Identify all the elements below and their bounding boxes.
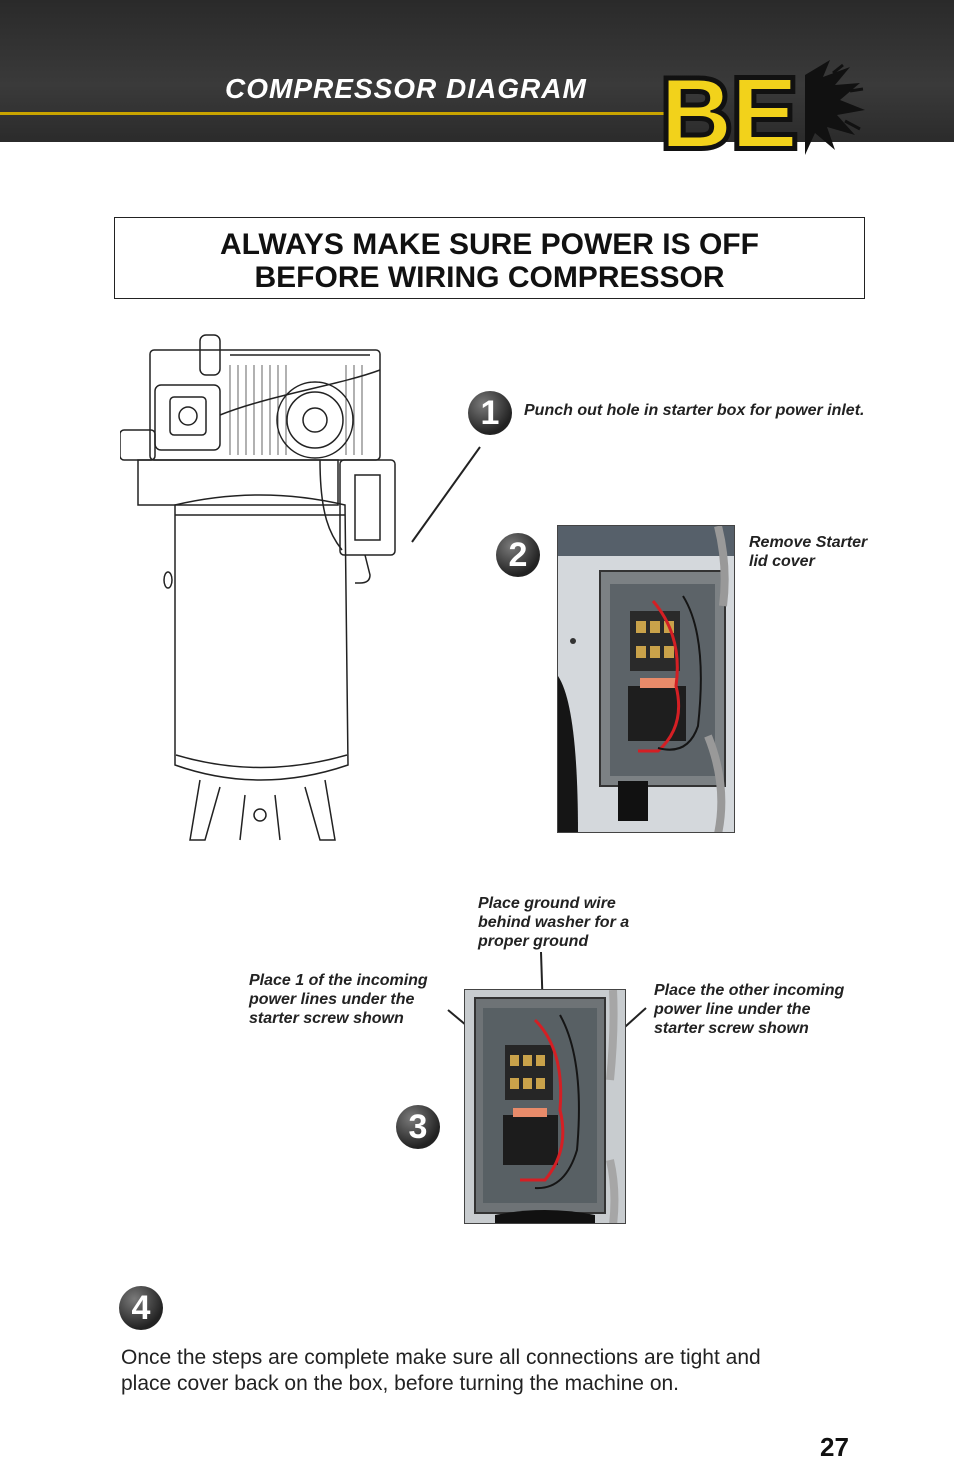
header-bar [0,0,954,142]
starter-box-photo-wired [464,989,626,1224]
right-caption-line-1: Place the other incoming [654,982,845,999]
step-2-badge: 2 [496,533,540,577]
page-title: COMPRESSOR DIAGRAM [225,73,587,104]
ground-caption-line-3: proper ground [478,933,589,950]
page-number: 27 [820,1432,849,1462]
logo-lettering: BE BE [657,55,801,160]
warning-line-1: ALWAYS MAKE SURE POWER IS OFF [220,228,759,261]
header-underline [0,112,665,115]
step-1-caption: Punch out hole in starter box for power … [524,402,865,419]
closing-line-2: place cover back on the box, before turn… [121,1372,680,1395]
step-3-left-caption: Place 1 of the incoming power lines unde… [249,971,428,1028]
svg-text:BE: BE [661,58,797,160]
closing-line-1: Once the steps are complete make sure al… [121,1346,761,1369]
step-4-badge: 4 [119,1286,163,1330]
step-2-caption: Remove Starter lid cover [749,533,867,571]
step-3-ground-caption: Place ground wire behind washer for a pr… [478,894,629,951]
starter-box-photo-open [557,525,735,833]
right-caption-line-2: power line under the [654,1001,811,1018]
left-caption-line-2: power lines under the [249,991,415,1008]
ground-caption-line-2: behind washer for a [478,914,630,931]
brand-logo: BE BE [657,55,865,160]
compressor-illustration [120,334,396,841]
right-caption-line-3: starter screw shown [654,1020,809,1037]
warning-line-2: BEFORE WIRING COMPRESSOR [254,261,725,294]
left-caption-line-3: starter screw shown [249,1010,404,1027]
left-caption-line-1: Place 1 of the incoming [249,972,428,989]
warning-box: ALWAYS MAKE SURE POWER IS OFF BEFORE WIR… [114,217,865,299]
step-2-caption-line-2: lid cover [749,553,815,570]
svg-text:BE: BE [661,58,797,160]
ground-caption-line-1: Place ground wire [478,895,616,912]
step-2-caption-line-1: Remove Starter [749,534,868,551]
step-1-badge: 1 [468,391,512,435]
step-3-right-caption: Place the other incoming power line unde… [654,981,844,1038]
step-3-badge: 3 [396,1105,440,1149]
closing-instructions: Once the steps are complete make sure al… [121,1345,851,1397]
